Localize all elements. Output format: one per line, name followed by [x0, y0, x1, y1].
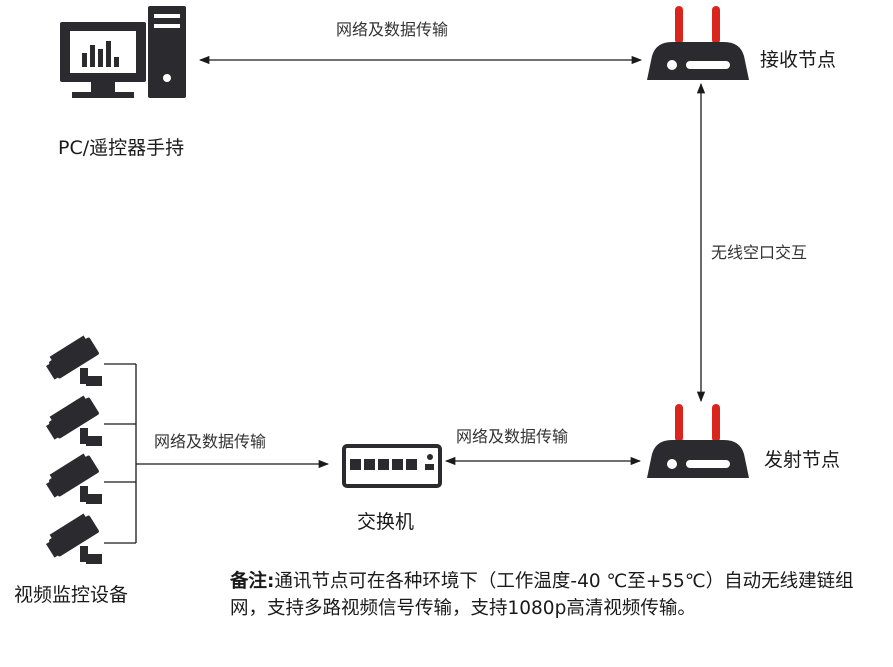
- sender-router-icon: [647, 404, 749, 478]
- cctv-camera-icon: [46, 453, 102, 504]
- receiver-router-icon: [647, 6, 749, 80]
- cameras-label: 视频监控设备: [14, 584, 129, 606]
- cameras-switch-link-label: 网络及数据传输: [154, 432, 267, 451]
- receiver-sender-link-label: 无线空口交互: [711, 243, 808, 262]
- cctv-camera-icon: [46, 395, 102, 446]
- remark-title: 备注:: [230, 571, 275, 592]
- cctv-camera-icon: [46, 513, 102, 564]
- receiver-label: 接收节点: [760, 49, 837, 71]
- camera-bracket-lines: [104, 363, 137, 544]
- remark-note: 备注:通讯节点可在各种环境下（工作温度-40 ℃至+55℃）自动无线建链组网，支…: [230, 568, 880, 622]
- network-switch-icon: [342, 444, 442, 488]
- pc-monitor-icon: [60, 6, 186, 98]
- remark-text: 通讯节点可在各种环境下（工作温度-40 ℃至+55℃）自动无线建链组网，支持多路…: [230, 571, 854, 619]
- switch-label: 交换机: [357, 511, 415, 533]
- pc-receiver-link-label: 网络及数据传输: [336, 20, 449, 39]
- camera-group: [46, 335, 102, 564]
- cctv-camera-icon: [46, 335, 102, 386]
- switch-sender-link-label: 网络及数据传输: [456, 427, 569, 446]
- sender-label: 发射节点: [764, 449, 841, 471]
- pc-label: PC/遥控器手持: [58, 137, 185, 159]
